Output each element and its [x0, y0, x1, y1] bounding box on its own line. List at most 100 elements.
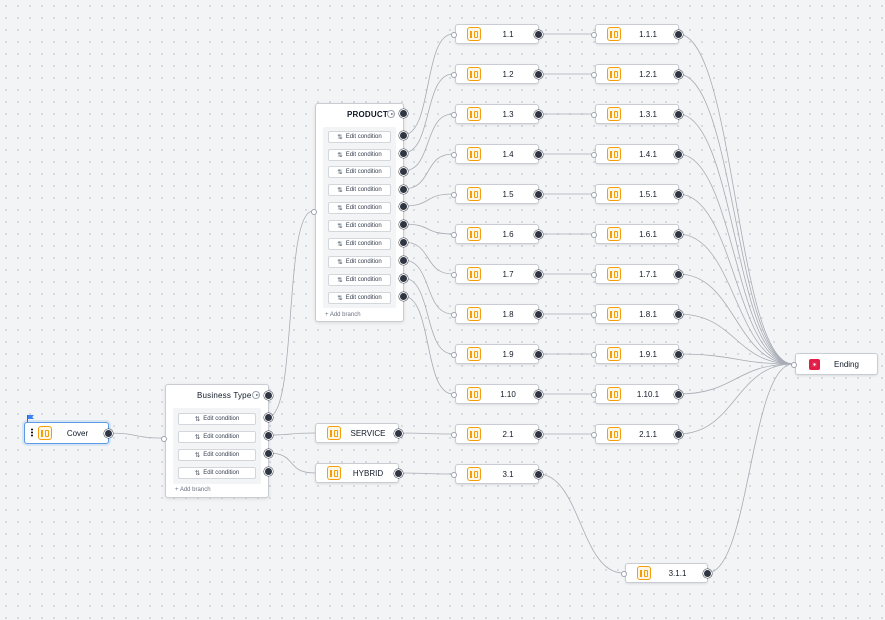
input-port[interactable]	[591, 112, 597, 118]
output-port[interactable]	[534, 110, 543, 119]
business-type-node[interactable]: Business Type ⇅Edit condition ⇅Edit cond…	[165, 384, 269, 498]
input-port[interactable]	[591, 152, 597, 158]
step-node[interactable]: 1.2.1	[595, 64, 679, 84]
output-port[interactable]	[264, 413, 273, 422]
output-port[interactable]	[534, 390, 543, 399]
step-node[interactable]: 1.9.1	[595, 344, 679, 364]
edit-condition-button[interactable]: ⇅Edit condition	[328, 131, 391, 143]
output-port[interactable]	[399, 131, 408, 140]
output-port[interactable]	[674, 270, 683, 279]
output-port[interactable]	[399, 202, 408, 211]
input-port[interactable]	[451, 112, 457, 118]
edit-condition-button[interactable]: ⇅Edit condition	[328, 274, 391, 286]
input-port[interactable]	[591, 32, 597, 38]
edit-condition-button[interactable]: ⇅Edit condition	[328, 292, 391, 304]
edit-condition-button[interactable]: ⇅Edit condition	[178, 431, 256, 443]
edit-condition-button[interactable]: ⇅Edit condition	[328, 184, 391, 196]
output-port[interactable]	[399, 167, 408, 176]
edit-condition-button[interactable]: ⇅Edit condition	[328, 149, 391, 161]
edit-condition-button[interactable]: ⇅Edit condition	[178, 467, 256, 479]
output-port[interactable]	[674, 70, 683, 79]
step-node[interactable]: 2.1.1	[595, 424, 679, 444]
step-node[interactable]: 1.4.1	[595, 144, 679, 164]
output-port[interactable]	[399, 292, 408, 301]
add-branch-button[interactable]: + Add branch	[325, 312, 361, 318]
output-port[interactable]	[264, 431, 273, 440]
cover-node[interactable]: Cover	[24, 422, 109, 444]
output-port[interactable]	[703, 569, 712, 578]
output-port[interactable]	[534, 190, 543, 199]
output-port[interactable]	[399, 256, 408, 265]
step-node[interactable]: 1.5.1	[595, 184, 679, 204]
cover-output-port[interactable]	[104, 429, 113, 438]
input-port[interactable]	[591, 432, 597, 438]
input-port[interactable]	[591, 352, 597, 358]
edit-condition-button[interactable]: ⇅Edit condition	[178, 413, 256, 425]
output-port[interactable]	[674, 350, 683, 359]
input-port[interactable]	[451, 152, 457, 158]
step-node[interactable]: 1.6.1	[595, 224, 679, 244]
output-port[interactable]	[674, 310, 683, 319]
output-port[interactable]	[399, 238, 408, 247]
step-node[interactable]: 3.1	[455, 464, 539, 484]
step-node[interactable]: 1.1.1	[595, 24, 679, 44]
step-node[interactable]: 1.3	[455, 104, 539, 124]
step-node[interactable]: 1.7	[455, 264, 539, 284]
edit-condition-button[interactable]: ⇅Edit condition	[178, 449, 256, 461]
input-port[interactable]	[451, 392, 457, 398]
input-port[interactable]	[591, 312, 597, 318]
input-port[interactable]	[451, 232, 457, 238]
input-port[interactable]	[591, 72, 597, 78]
output-port[interactable]	[399, 185, 408, 194]
input-port[interactable]	[591, 232, 597, 238]
step-node[interactable]: 1.3.1	[595, 104, 679, 124]
input-port[interactable]	[451, 72, 457, 78]
output-port[interactable]	[394, 469, 403, 478]
output-port[interactable]	[674, 390, 683, 399]
edit-condition-button[interactable]: ⇅Edit condition	[328, 166, 391, 178]
play-icon[interactable]	[252, 391, 260, 399]
step-node[interactable]: 1.10	[455, 384, 539, 404]
output-port[interactable]	[674, 30, 683, 39]
input-port[interactable]	[451, 472, 457, 478]
input-port[interactable]	[451, 272, 457, 278]
product-node[interactable]: PRODUCT ⇅Edit condition ⇅Edit condition …	[315, 103, 404, 322]
output-port[interactable]	[534, 310, 543, 319]
input-port[interactable]	[591, 272, 597, 278]
output-port[interactable]	[534, 70, 543, 79]
play-icon[interactable]	[387, 110, 395, 118]
step-node[interactable]: 1.8	[455, 304, 539, 324]
output-port[interactable]	[264, 449, 273, 458]
step-node[interactable]: 1.10.1	[595, 384, 679, 404]
hybrid-node[interactable]: HYBRID	[315, 463, 399, 483]
input-port[interactable]	[621, 571, 627, 577]
ending-node[interactable]: Ending	[795, 353, 878, 375]
drag-handle-icon[interactable]	[31, 428, 33, 437]
step-node[interactable]: 2.1	[455, 424, 539, 444]
output-port[interactable]	[534, 30, 543, 39]
step-node[interactable]: 1.6	[455, 224, 539, 244]
output-port[interactable]	[399, 109, 408, 118]
input-port[interactable]	[591, 392, 597, 398]
output-port[interactable]	[534, 430, 543, 439]
add-branch-button[interactable]: + Add branch	[175, 487, 211, 493]
output-port[interactable]	[674, 150, 683, 159]
input-port[interactable]	[451, 312, 457, 318]
output-port[interactable]	[534, 350, 543, 359]
output-port[interactable]	[534, 270, 543, 279]
output-port[interactable]	[534, 470, 543, 479]
edit-condition-button[interactable]: ⇅Edit condition	[328, 220, 391, 232]
output-port[interactable]	[264, 391, 273, 400]
output-port[interactable]	[394, 429, 403, 438]
output-port[interactable]	[399, 274, 408, 283]
step-node[interactable]: 1.5	[455, 184, 539, 204]
step-node[interactable]: 1.9	[455, 344, 539, 364]
output-port[interactable]	[264, 467, 273, 476]
step-node[interactable]: 3.1.1	[625, 563, 708, 583]
input-port[interactable]	[791, 362, 797, 368]
edit-condition-button[interactable]: ⇅Edit condition	[328, 256, 391, 268]
output-port[interactable]	[674, 190, 683, 199]
input-port[interactable]	[451, 192, 457, 198]
input-port[interactable]	[591, 192, 597, 198]
output-port[interactable]	[674, 430, 683, 439]
